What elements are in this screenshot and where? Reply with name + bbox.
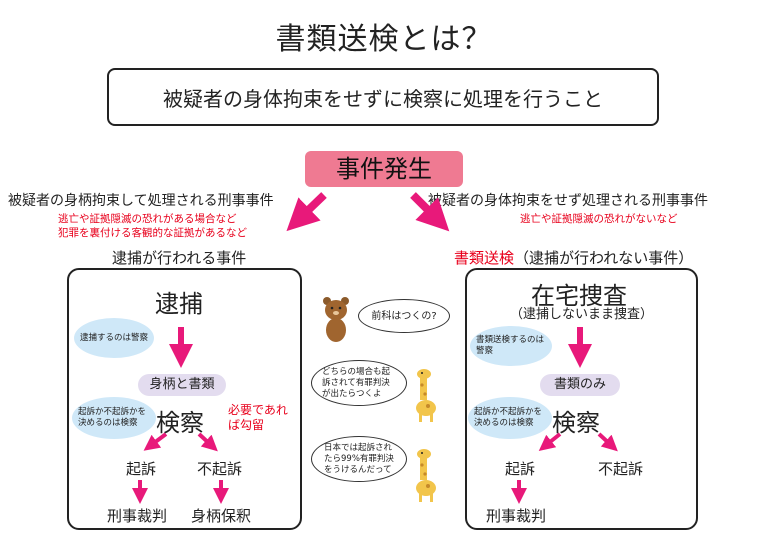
incident-label: 事件発生	[305, 151, 463, 187]
left-indict-label: 起訴	[126, 460, 157, 478]
left-prosecution-bubble: 起訴か不起訴かを決めるのは検察	[72, 397, 156, 439]
giraffe-icon	[416, 369, 436, 422]
right-prosecution-label: 検察	[552, 409, 600, 437]
right-trial-label: 刑事裁判	[486, 507, 547, 525]
left-arrest-label: 逮捕	[155, 290, 203, 318]
right-prosecution-bubble: 起訴か不起訴かを決めるのは検察	[468, 397, 552, 439]
right-pill: 書類のみ	[540, 374, 620, 396]
left-note-2: 犯罪を裏付ける客観的な証拠があるなど	[58, 227, 247, 239]
speech-bubble-1: 前科はつくの?	[358, 299, 450, 333]
bear-icon	[323, 297, 349, 342]
speech-bubble-3: 日本では起訴されたら99%有罪判決をうけるんだって	[311, 436, 407, 482]
arrow-to-not-indict-right	[597, 432, 618, 452]
arrow-incident-right	[410, 192, 450, 232]
right-caption-rest: （逮捕が行われない事件）	[514, 249, 694, 267]
giraffe-icon	[416, 449, 436, 502]
right-caption-red: 書類送検	[454, 249, 515, 267]
page-title: 書類送検とは？	[275, 22, 493, 57]
left-heading: 被疑者の身柄拘束して処理される刑事事件	[8, 193, 274, 209]
release-label: 身柄保釈	[191, 507, 252, 525]
left-trial-label: 刑事裁判	[107, 507, 168, 525]
definition-box: 被疑者の身体拘束をせずに検察に処理を行うこと	[107, 68, 659, 126]
right-heading: 被疑者の身体拘束をせず処理される刑事事件	[428, 193, 708, 209]
right-panel	[465, 268, 698, 530]
right-caption: 書類送検（逮捕が行われない事件）	[454, 247, 693, 268]
left-caption: 逮捕が行われる事件	[112, 249, 247, 267]
left-note-1: 逃亡や証拠隠滅の恐れがある場合など	[58, 213, 237, 225]
detention-note: 必要であれば勾留	[228, 403, 288, 432]
left-prosecution-label: 検察	[156, 409, 204, 437]
left-pill: 身柄と書類	[138, 374, 226, 396]
speech-bubble-2: どちらの場合も起訴されて有罪判決が出たらつくよ	[311, 360, 407, 406]
left-not-indict-label: 不起訴	[197, 460, 243, 478]
arrow-incident-left	[286, 192, 327, 232]
home-investigation-sub: （逮捕しないまま捜査）	[510, 307, 654, 322]
left-panel	[67, 268, 302, 530]
right-not-indict-label: 不起訴	[598, 460, 644, 478]
right-note: 逃亡や証拠隠滅の恐れがないなど	[520, 213, 678, 225]
arrow-to-not-indict-left	[197, 432, 218, 452]
left-arrest-bubble: 逮捕するのは警察	[74, 318, 154, 358]
arrow-to-indict-right	[538, 432, 562, 451]
arrow-to-indict-left	[143, 432, 168, 451]
home-investigation-label: 在宅捜査	[531, 282, 627, 310]
right-send-bubble: 書類送検するのは警察	[470, 326, 552, 366]
right-indict-label: 起訴	[505, 460, 536, 478]
